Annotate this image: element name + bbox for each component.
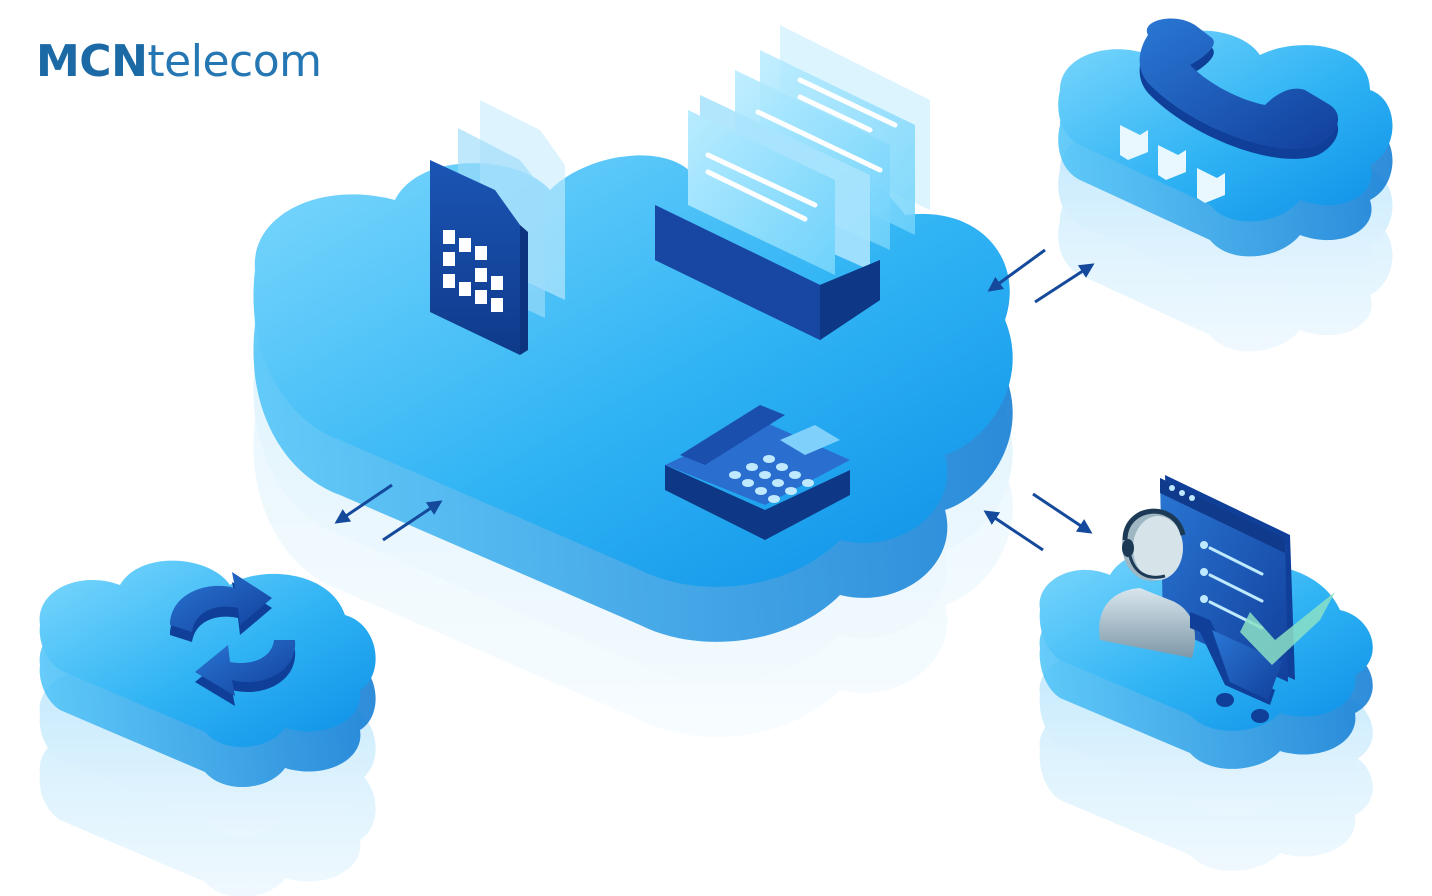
arrow-to-central: [382, 500, 443, 542]
central-cloud: [253, 25, 1013, 737]
fax-document-icon: [655, 25, 930, 340]
operator-headset-icon: [1099, 508, 1196, 658]
shopping-cart-icon: [1190, 612, 1282, 723]
bottom-right-cloud: [1039, 475, 1373, 871]
arrow-to-top-right: [1034, 263, 1095, 304]
keypad-buttons-icon: [1120, 125, 1225, 203]
brand-logo-bold: MCN: [36, 36, 148, 87]
phone-handset-icon: [1139, 18, 1339, 159]
sim-card-icon: [430, 100, 565, 355]
arrow-to-bottom-right: [1032, 492, 1093, 534]
top-right-cloud: [1058, 18, 1393, 352]
arrow-to-bottom-left: [334, 483, 393, 524]
sync-icon: [170, 572, 296, 706]
arrows-central-bottom-left: [334, 483, 443, 542]
arrows-central-top-right: [987, 248, 1095, 304]
desk-phone-icon: [665, 405, 850, 540]
arrow-to-central: [987, 248, 1046, 292]
checkmark-icon: [1240, 592, 1335, 665]
arrow-to-central: [983, 510, 1044, 552]
brand-logo: MCNtelecom: [36, 36, 322, 88]
bottom-left-cloud: [39, 560, 376, 896]
brand-logo-light: telecom: [147, 36, 322, 87]
arrows-central-bottom-right: [983, 492, 1093, 552]
